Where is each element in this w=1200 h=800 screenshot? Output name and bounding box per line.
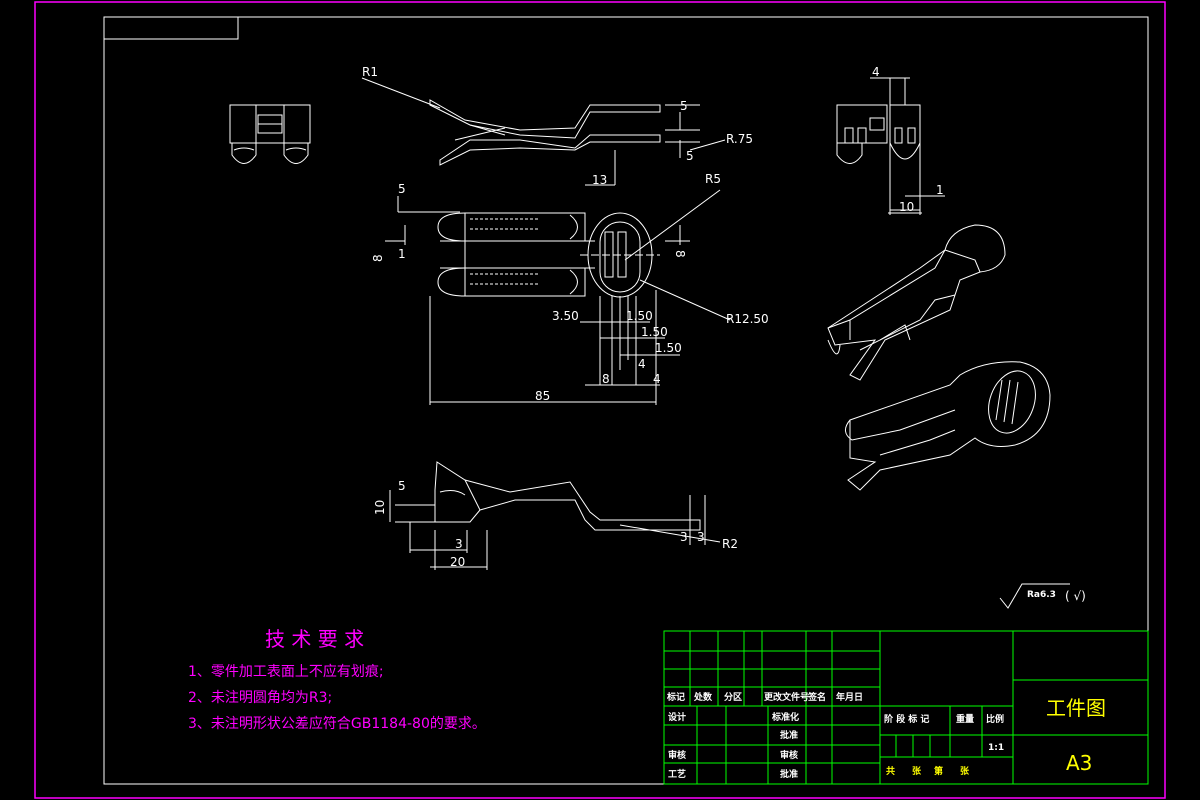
reverse-label-box: [103, 16, 239, 40]
label-process: 工艺: [668, 768, 686, 780]
sheet-outer-border: [34, 1, 1166, 799]
dim-4-side: 4: [872, 65, 880, 79]
roughness-value: Ra6.3: [1027, 590, 1056, 600]
sheet-total-label: 共: [886, 765, 895, 777]
sheet-inner-frame: [103, 16, 1149, 785]
sheet-size: A3: [1066, 751, 1092, 775]
dim-4-b: 4: [653, 372, 661, 386]
requirement-1: 1、零件加工表面上不应有划痕;: [188, 663, 384, 680]
dim-r75: R.75: [726, 132, 753, 146]
tip-end-view: [229, 104, 311, 164]
dim-1-front: 1: [398, 247, 406, 261]
sheet-unit-label-2: 张: [960, 765, 970, 777]
dim-20-bottom: 20: [450, 555, 465, 569]
label-review: 审核: [668, 749, 686, 761]
dim-5-top: 5: [680, 99, 688, 113]
side-view: [836, 77, 945, 215]
label-stage-mark: 阶 段 标 记: [884, 713, 929, 725]
rev-header-date: 年月日: [836, 691, 863, 703]
isometric-view-1: [827, 224, 1006, 381]
rev-header-doc: 更改文件号: [764, 691, 809, 703]
title-block-grid: [663, 630, 1149, 785]
dim-5-mid: 5: [686, 149, 694, 163]
isometric-view-2: [845, 361, 1051, 491]
roughness-symbol-icon: [999, 583, 1070, 609]
dim-8-right: 8: [673, 250, 687, 258]
label-approve-1: 批准: [780, 729, 798, 741]
rev-header-sign: 签名: [807, 691, 826, 703]
drawing-name: 工件图: [1046, 696, 1106, 720]
dim-r5: R5: [705, 172, 721, 186]
dim-8-left: 8: [371, 254, 385, 262]
sheet-unit-label-1: 张: [912, 765, 922, 777]
rev-header-zone: 分区: [724, 691, 742, 703]
dim-r12-50: R12.50: [726, 312, 769, 326]
dim-3-right-b: 3: [697, 530, 705, 544]
dim-4-a: 4: [638, 357, 646, 371]
roughness-paren: ( √): [1065, 589, 1086, 603]
dim-5-bottom: 5: [398, 479, 406, 493]
dim-13: 13: [592, 173, 607, 187]
front-plan-view: [385, 189, 731, 405]
top-profile-view: [361, 77, 726, 186]
rev-header-count: 处数: [693, 691, 713, 703]
dim-5-front: 5: [398, 182, 406, 196]
dim-r1: R1: [362, 65, 378, 79]
requirement-2: 2、未注明圆角均为R3;: [188, 690, 332, 706]
bottom-profile-view: [389, 461, 721, 570]
dim-3-bottom: 3: [455, 537, 463, 551]
label-approve-2: 批准: [780, 768, 798, 780]
sheet-no-label: 第: [934, 765, 943, 777]
label-weight: 重量: [956, 713, 974, 725]
dim-3-50: 3.50: [552, 309, 579, 323]
requirements-title: 技 术 要 求: [265, 627, 364, 651]
label-check: 审核: [780, 749, 798, 761]
rev-header-mark: 标记: [666, 691, 685, 703]
dim-85: 85: [535, 389, 550, 403]
dim-8-bottom: 8: [602, 372, 610, 386]
dim-1-50-a: 1.50: [626, 309, 653, 323]
dim-10-bottom: 10: [373, 500, 387, 515]
requirement-3: 3、未注明形状公差应符合GB1184-80的要求。: [188, 715, 486, 732]
dim-10-side: 10: [899, 200, 914, 214]
dim-1-side: 1: [936, 183, 944, 197]
dim-1-50-b: 1.50: [641, 325, 668, 339]
dim-1-50-c: 1.50: [655, 341, 682, 355]
scale-value: 1:1: [988, 743, 1004, 753]
label-design: 设计: [668, 711, 686, 723]
dim-r2: R2: [722, 537, 738, 551]
label-scale: 比例: [986, 713, 1004, 725]
label-standardization: 标准化: [771, 711, 799, 723]
dim-3-right-a: 3: [680, 530, 688, 544]
